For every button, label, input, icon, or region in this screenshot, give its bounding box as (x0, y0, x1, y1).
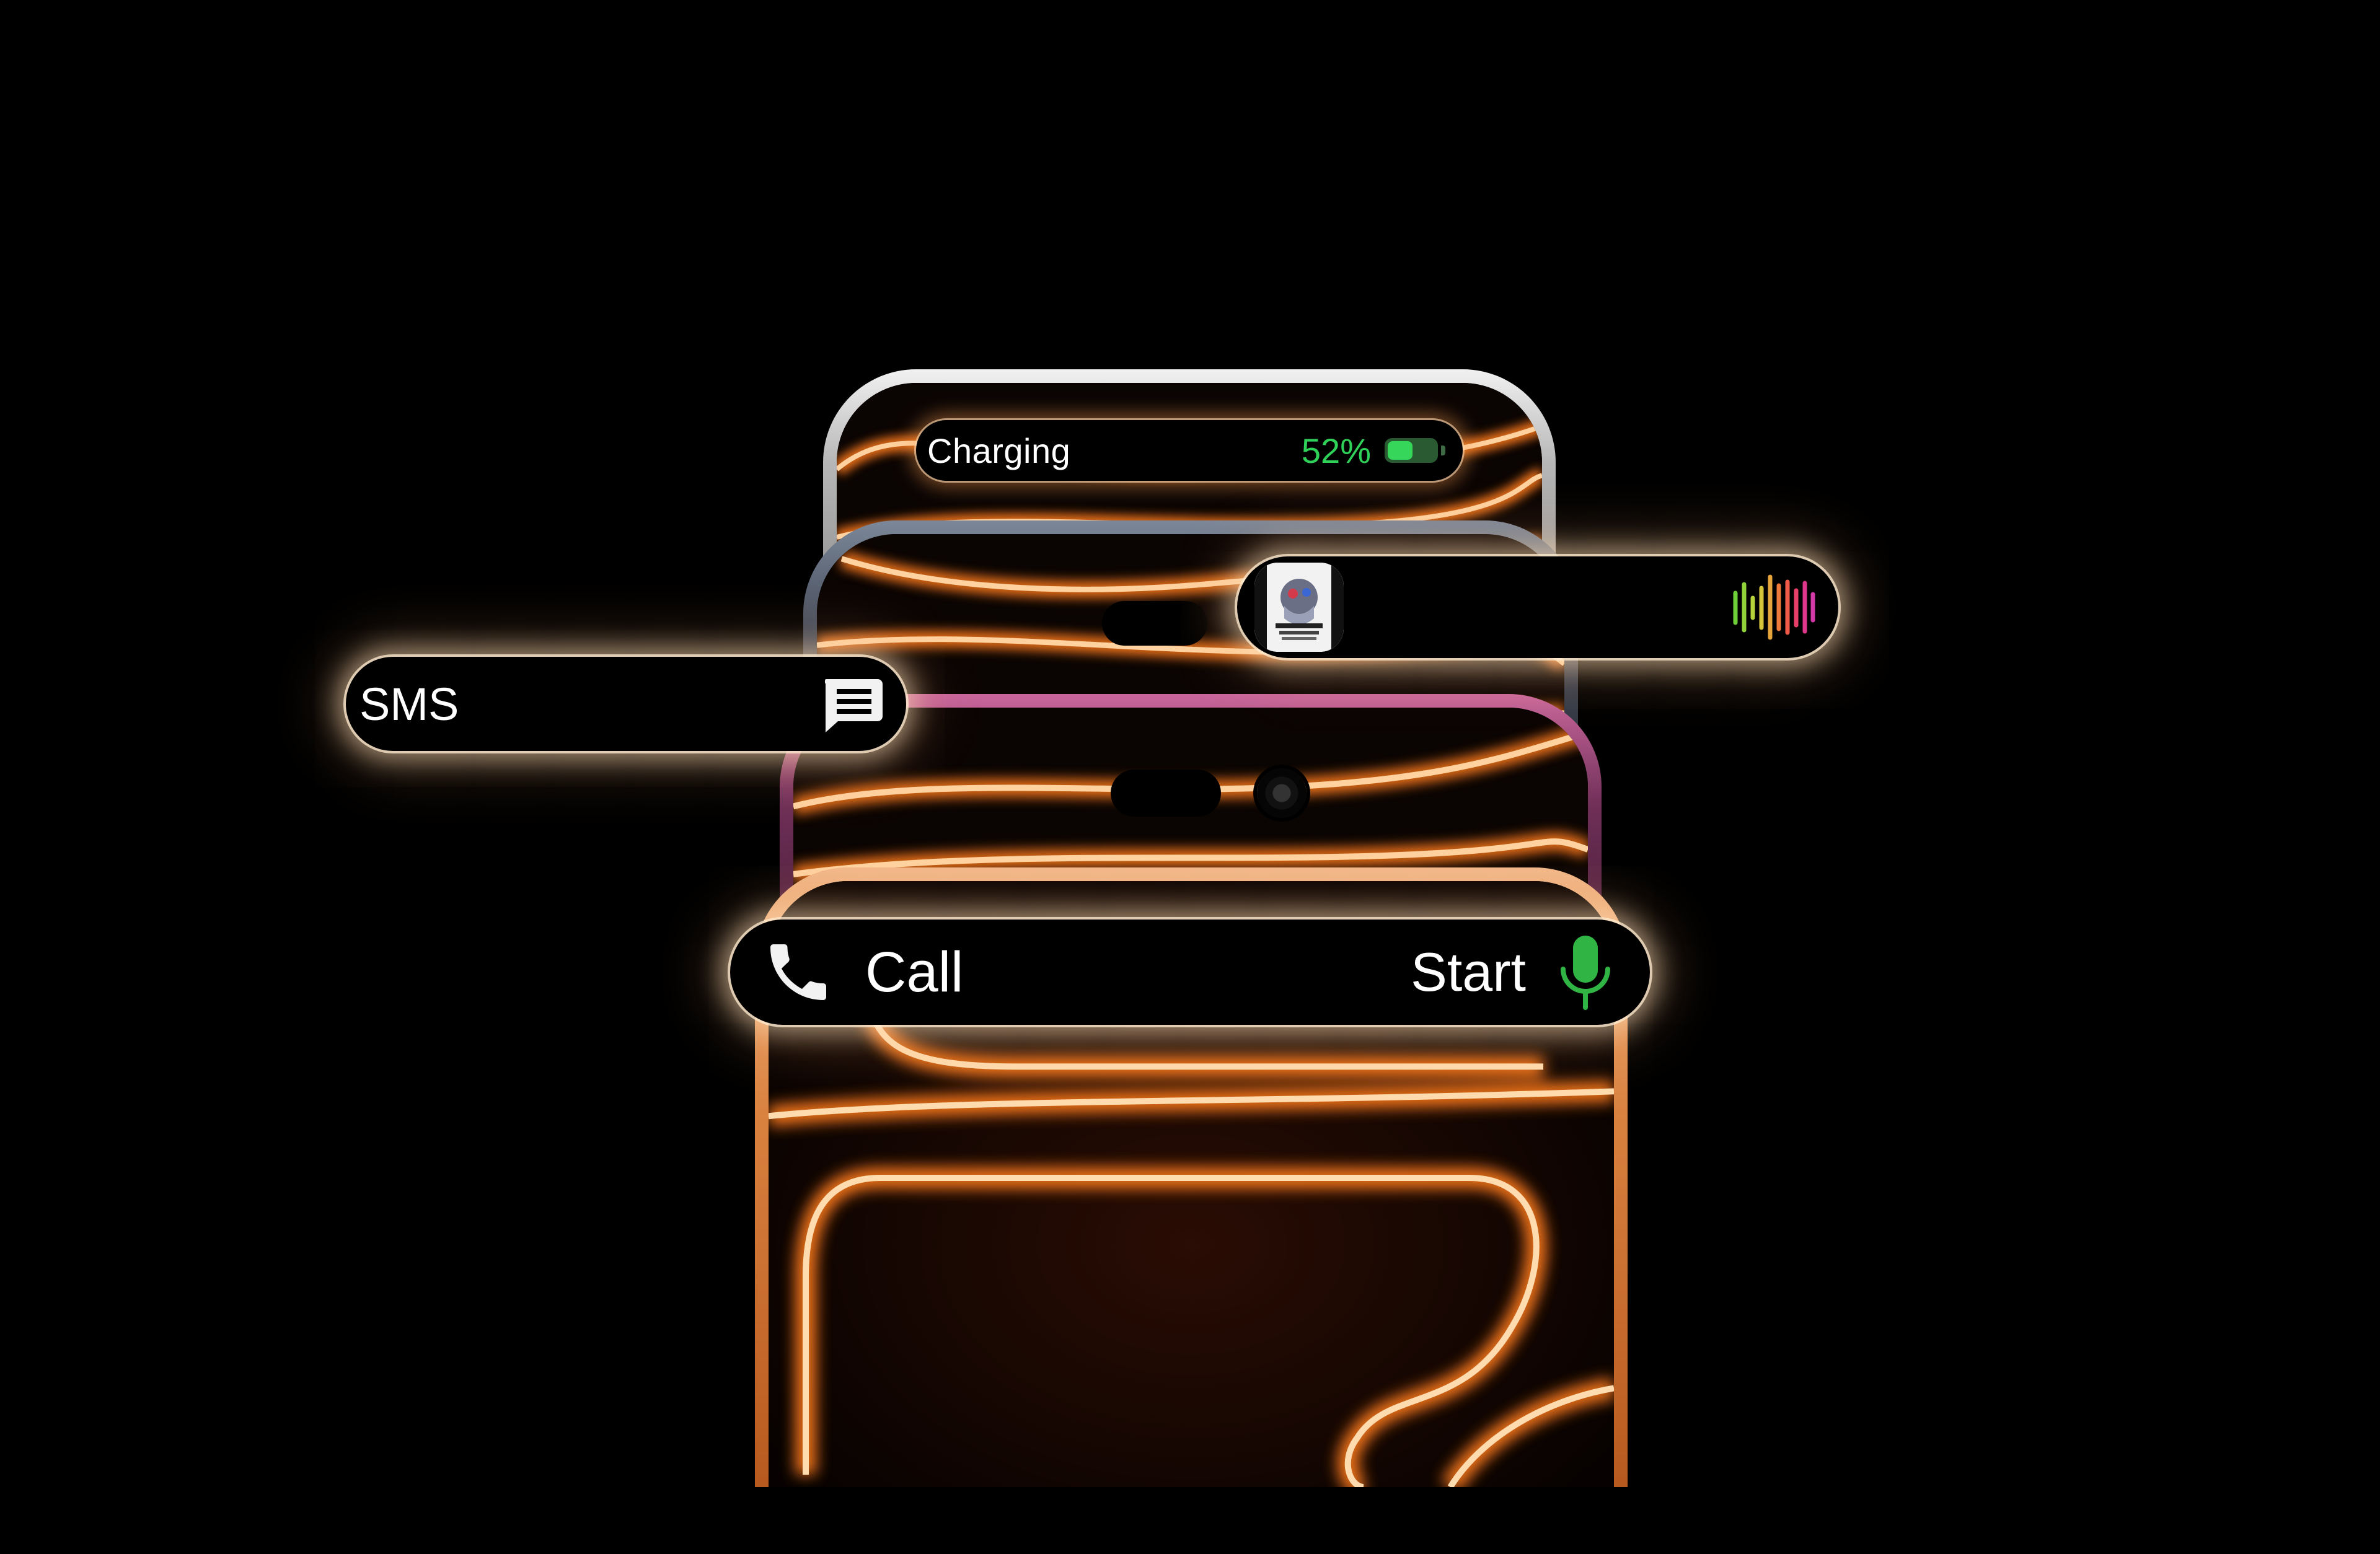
album-artwork[interactable] (1254, 563, 1344, 652)
call-info: Call (761, 935, 963, 1009)
start-label[interactable]: Start (1411, 941, 1526, 1003)
phone-icon (761, 935, 835, 1009)
charging-live-activity[interactable]: Charging 52% (916, 420, 1463, 481)
battery-icon (1385, 438, 1445, 463)
dynamic-island (1102, 601, 1207, 646)
call-label: Call (865, 940, 964, 1004)
battery-percent: 52% (1301, 431, 1371, 470)
sms-live-activity[interactable]: SMS (346, 657, 906, 751)
call-live-activity[interactable]: Call Start (730, 920, 1650, 1025)
charging-label: Charging (927, 431, 1071, 470)
battery-fill (1388, 441, 1413, 460)
audio-waveform-icon (1730, 573, 1817, 641)
charging-status: 52% (1301, 431, 1445, 471)
battery-cap (1441, 446, 1445, 455)
sms-label: SMS (359, 678, 459, 730)
message-icon (822, 673, 886, 735)
album-artwork-image (1254, 563, 1344, 652)
microphone-icon[interactable] (1556, 932, 1615, 1012)
front-camera-icon (1257, 768, 1307, 818)
call-action[interactable]: Start (1411, 932, 1615, 1012)
dynamic-island (1111, 770, 1221, 817)
music-live-activity[interactable] (1237, 556, 1838, 658)
